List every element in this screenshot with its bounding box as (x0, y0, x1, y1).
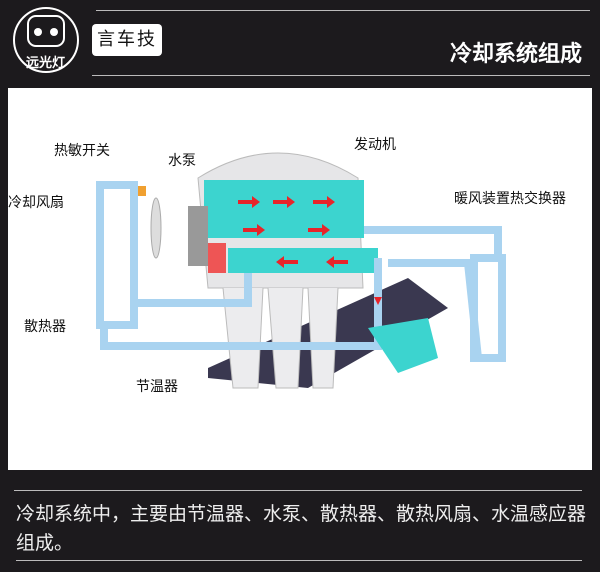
label-thermostat: 节温器 (136, 379, 178, 395)
cooling-fan (150, 197, 162, 259)
logo-text: 远光灯 (26, 56, 66, 71)
pump-impeller (208, 243, 226, 273)
label-fan: 冷却风扇 (8, 195, 64, 211)
label-heater: 暖风装置热交换器 (454, 191, 566, 207)
label-thermo-switch: 热敏开关 (54, 143, 110, 159)
divider (96, 10, 590, 11)
cooling-system-diagram (96, 152, 506, 389)
diagram-panel: 热敏开关 水泵 发动机 冷却风扇 暖风装置热交换器 散热器 节温器 (8, 88, 592, 470)
label-radiator: 散热器 (24, 319, 66, 335)
label-water-pump: 水泵 (168, 153, 196, 169)
thermo-switch (138, 186, 146, 196)
divider (16, 560, 582, 561)
label-engine: 发动机 (354, 137, 396, 153)
page-title: 冷却系统组成 (449, 42, 582, 67)
flow-arrows (238, 196, 382, 305)
water-pump (188, 206, 208, 266)
divider (92, 75, 590, 76)
coolant-jacket (204, 180, 364, 238)
thermostat-housing (368, 318, 438, 373)
logo-icon (13, 7, 79, 73)
caption: 冷却系统中，主要由节温器、水泵、散热器、散热风扇、水温感应器组成。 (16, 503, 587, 554)
divider (14, 490, 582, 491)
brand-badge: 言车技 (92, 24, 162, 56)
radiator (96, 181, 138, 329)
